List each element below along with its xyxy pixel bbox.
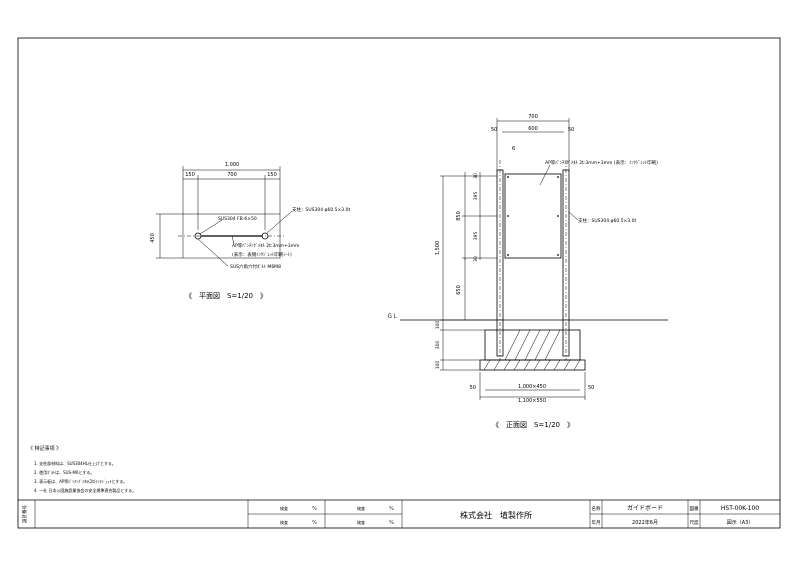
- plan-view: 1,000 150 700 150 450 SUS304 FB-6×50 支柱：…: [150, 162, 350, 300]
- front-board-bolt: [557, 176, 559, 178]
- sheet-border: [17, 37, 781, 529]
- front-base-gravel: [479, 359, 586, 371]
- front-dim-300: 300: [435, 341, 441, 350]
- front-dim-found2: 1,100×550: [518, 398, 546, 404]
- front-board: [504, 173, 562, 259]
- plan-leader-post: [266, 210, 293, 234]
- front-leader-ap: [539, 164, 551, 186]
- front-dim-50a: 50: [491, 127, 497, 133]
- check-mark: ⁰⁄₀: [389, 506, 394, 512]
- front-dim-700: 700: [528, 114, 538, 120]
- front-dim-850: 850: [456, 211, 462, 221]
- front-dim-6: 6: [512, 146, 515, 152]
- front-board-bolt: [507, 215, 509, 217]
- plan-leader-ap: [231, 235, 235, 245]
- front-dim-30a: 30: [473, 173, 479, 179]
- front-dim-395b: 395: [473, 232, 479, 241]
- drawing-number: HST-00K-100: [721, 505, 759, 512]
- front-dim-found1: 1,000×450: [518, 384, 546, 390]
- drawing-label: 図番: [690, 505, 699, 512]
- plan-leader-bolt: [197, 238, 229, 267]
- check-mark: ⁰⁄₀: [312, 520, 317, 526]
- name-label: 名称: [592, 505, 601, 512]
- check-label: 検査: [357, 519, 365, 525]
- front-dim-50b: 50: [568, 127, 574, 133]
- check-label: 検査: [280, 519, 288, 525]
- plan-leader-fb: [199, 219, 223, 235]
- date-value: 2022年6月: [632, 519, 658, 526]
- design-label: 設計番号: [21, 505, 28, 523]
- name-value: ガイドボード: [627, 504, 663, 512]
- front-dim-600: 600: [528, 126, 538, 132]
- front-dim-50d: 50: [588, 385, 594, 391]
- front-dim-395: 395: [473, 192, 479, 201]
- notes-block: 《 特記事項 》 1. 支柱部材料は、SUS304HL仕上げとする。 2. 使用…: [28, 445, 136, 493]
- front-dim-1500: 1,500: [435, 241, 441, 255]
- plan-note-post: 支柱：SUS304 φ60.5×3.0t: [292, 206, 350, 213]
- front-dim-650: 650: [456, 285, 462, 295]
- front-board-bolt: [557, 215, 559, 217]
- company-name: 株式会社 埴製作所: [460, 510, 532, 520]
- check-mark: ⁰⁄₀: [312, 506, 317, 512]
- notes-line: 3. 表示板は、AP等ﾊﾟﾝﾁﾝｸﾞﾒﾀﾙ(2t)ｲﾝｸｼﾞｪｯﾄとする。: [34, 478, 127, 484]
- front-board-bolt: [507, 176, 509, 178]
- plan-note-bolt: SUS六角穴付ﾎﾞﾙﾄ M6M8: [230, 263, 281, 270]
- notes-line: 4. 一社 日本公園施設業協会の安全規準適合製品とする。: [34, 487, 136, 493]
- front-note-post: 支柱：SUS304 φ60.5×3.0t: [578, 217, 636, 224]
- check-mark: ⁰⁄₀: [389, 520, 394, 526]
- front-leader-post: [568, 211, 579, 221]
- front-view-title: 《 正面図 S=1/20 》: [492, 421, 574, 429]
- plan-dim-right: 150: [267, 172, 277, 178]
- title-block: 設計番号 検査 ⁰⁄₀ 検査 ⁰⁄₀ 検査 ⁰⁄₀ 検査 ⁰⁄₀ 株式会社 埴製…: [18, 499, 780, 528]
- front-foundation-hatch: [504, 329, 561, 361]
- front-dim-100b: 100: [435, 361, 441, 370]
- front-dim-100a: 100: [435, 321, 441, 330]
- notes-line: 1. 支柱部材料は、SUS304HL仕上げとする。: [34, 460, 116, 466]
- scale-label: 尺度: [690, 519, 699, 526]
- plan-note-ap1: AP等ﾊﾟﾝﾁﾝｸﾞﾒﾀﾙ 2t:3mm+3mm: [232, 242, 299, 249]
- front-dim-50c: 50: [470, 385, 476, 391]
- plan-note-sus-fb: SUS304 FB-6×50: [218, 216, 257, 222]
- plan-note-ap2: (表示：表側ｲﾝｸｼﾞｪｯﾄ印刷ｼｰﾄ): [232, 251, 292, 258]
- check-label: 検査: [357, 505, 365, 511]
- front-gravel-hatch: [483, 359, 581, 371]
- plan-view-title: 《 平面図 S=1/20 》: [185, 292, 267, 300]
- scale-value: 図示（A3）: [727, 520, 754, 526]
- front-view: 700 600 50 50 6 1,500 850 650 30 395 3: [387, 114, 668, 429]
- plan-dim-mid: 700: [227, 172, 237, 178]
- check-label: 検査: [280, 505, 288, 511]
- front-dim-30b: 30: [473, 256, 479, 262]
- notes-heading: 《 特記事項 》: [28, 445, 61, 452]
- front-board-bolt: [557, 254, 559, 256]
- front-note-ap: AP等ﾊﾟﾝﾁﾝｸﾞﾒﾀﾙ 2t:3mm+3mm (表示：ｲﾝｸｼﾞｪｯﾄ印刷): [545, 159, 658, 166]
- notes-line: 2. 使用ﾎﾞﾙﾄは、SUS-M6とする。: [34, 469, 94, 475]
- front-board-bolt: [507, 254, 509, 256]
- date-label: 年月: [592, 519, 601, 526]
- plan-dim-depth: 450: [150, 233, 156, 243]
- plan-dim-left: 150: [185, 172, 195, 178]
- plan-dim-total: 1,000: [225, 162, 239, 168]
- front-gl-label: ＧＬ: [387, 313, 398, 320]
